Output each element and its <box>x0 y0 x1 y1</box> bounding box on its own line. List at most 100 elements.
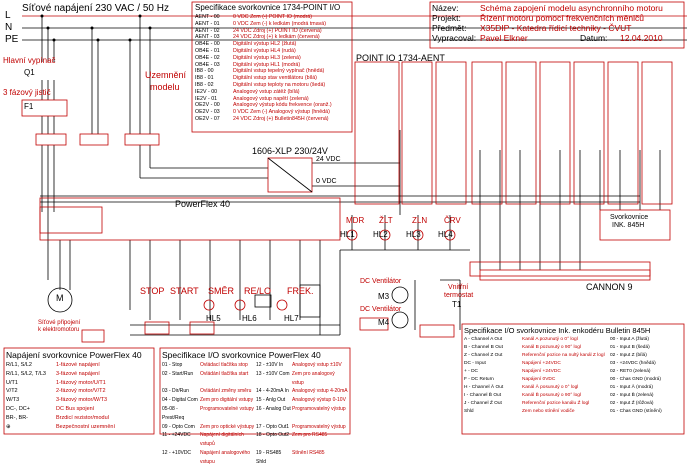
spec-point-io-row: OB4E - 03 Digitální výstup HL1 (modrá) <box>195 62 350 69</box>
spec-pf-supply-row: BR-, BR-Brzdicí rezistor/modul <box>6 414 152 423</box>
spec-point-io-value: Digitální výstup HL4 (rudá) <box>233 47 296 54</box>
spec-pf-io-key2: 13 - ±10V Com <box>255 370 290 377</box>
spec-pf-io: Specifikace I/O svorkovnice PowerFlex 40… <box>162 350 348 467</box>
spec-encoder-col-a: Shld <box>464 409 474 414</box>
motor-label-1: Síťové připojení <box>38 320 81 326</box>
spec-point-io-key: OB4E - 02 <box>195 54 220 61</box>
spec-pf-supply-value: 1-fázový motor/U/T1 <box>56 379 106 386</box>
supply-PE: PE <box>5 34 19 45</box>
spec-encoder-col-a: H - Channel Ā Out <box>464 385 504 390</box>
title-value-0: Schéma zapojení modelu asynchronního mot… <box>480 3 663 13</box>
spec-encoder-col-b: Napájení +24VDC <box>522 361 561 366</box>
spec-pf-io-key1: 03 - Dir/Run <box>162 388 189 395</box>
spec-point-io: Specifikace svorkovnice 1734-POINT I/O A… <box>195 3 350 123</box>
spec-encoder-col-c: 01 - Input B (šedá) <box>610 345 650 350</box>
date-key: Datum: <box>580 33 608 43</box>
spec-point-io-value: Analogový vstup napětí (zelená) <box>233 95 309 102</box>
spec-pf-io-val2: Analogový vstup ±10V <box>292 362 342 368</box>
title-key-0: Název: <box>432 3 459 13</box>
encoder-terminal-label-1: Svorkovnice <box>610 214 649 221</box>
spec-pf-supply-key: DC-, DC+ <box>6 405 30 412</box>
spec-pf-supply-value: 1-fázové napájení <box>56 362 100 368</box>
cannon-label: CANNON 9 <box>586 282 633 292</box>
spec-pf-supply-key: U/T1 <box>6 379 18 386</box>
spec-pf-supply-value: 3-fázové napájení <box>56 370 100 377</box>
spec-point-io-key: AENT - 03 <box>195 34 220 41</box>
date-value: 12.04.2010 <box>620 33 663 43</box>
spec-point-io-value: Digitální vstup tepelný vypínač (hnědá) <box>233 68 325 75</box>
spec-encoder: Specifikace I/O svorkovnice Ink. enkodér… <box>464 326 682 416</box>
spec-pf-io-key1: 12 - +10VDC <box>162 449 192 456</box>
spec-encoder-col-a: Z - Channel Z Out <box>464 353 503 358</box>
spec-encoder-title: Specifikace I/O svorkovnice Ink. enkodér… <box>464 326 651 335</box>
spec-pf-io-val1: Ovládání tlačítka start <box>199 370 249 377</box>
spec-point-io-key: AENT - 01 <box>195 20 220 27</box>
spec-pf-supply-value: 2-fázový motor/V/T2 <box>56 388 106 395</box>
spec-point-io-key: OB4E - 03 <box>195 61 220 68</box>
fan-label-2: DC Ventilátor <box>360 306 402 313</box>
point-io-title: POINT IO 1734-AENT <box>356 53 445 63</box>
spec-point-io-key: OB4E - 01 <box>195 47 220 54</box>
spec-encoder-col-c: 01 - Chas GND (stínění) <box>610 409 662 414</box>
spec-point-io-value: 24 VDC Zdroj (+) k ledkám (červená) <box>233 34 320 41</box>
fuse-tag: F1 <box>24 102 34 111</box>
thermostat-label-1: Vnitřní <box>448 284 469 291</box>
spec-encoder-col-b: Napájení 0VDC <box>522 377 556 382</box>
control-frek: FREK. <box>287 286 314 296</box>
spec-pf-supply-value: 3-fázový motor/W/T3 <box>56 397 108 404</box>
spec-point-io-key: OE2V - 07 <box>195 115 220 122</box>
spec-point-io-value: Digitální výstup HL1 (modrá) <box>233 61 301 68</box>
spec-encoder-col-b: Kanál A pozunutý o 0° logl <box>522 337 578 342</box>
indicator-zlt-name: ŽLT <box>379 216 393 225</box>
control-start: START <box>170 286 199 296</box>
spec-encoder-col-c: 01 - Input Ā (modrá) <box>610 385 653 390</box>
spec-pf-io-val2: Stínění RS485 <box>292 449 325 456</box>
spec-point-io-value: 24 VDC Zdroj (+) POINT IO (červená) <box>233 27 322 34</box>
indicator-crv-name: ČRV <box>444 216 461 225</box>
spec-encoder-col-a: A - Channel A Out <box>464 337 503 342</box>
spec-pf-supply-key: ⊕ <box>6 423 11 430</box>
spec-encoder-col-a: + - DC <box>464 369 478 374</box>
grounding-label-1: Uzemnění <box>145 70 187 80</box>
title-key-1: Projekt: <box>432 13 461 23</box>
spec-point-io-row: AENT - 03 24 VDC Zdroj (+) k ledkám (červ… <box>195 34 350 41</box>
spec-pf-io-key1: 01 - Stop <box>162 362 183 368</box>
indicator-crv-tag: HL4 <box>438 230 453 239</box>
psu-24: 24 VDC <box>316 156 341 163</box>
spec-pf-io-key1: 05-08 - Prest/Req <box>162 405 185 421</box>
fuse-label: 3 fázový jistič <box>3 88 51 97</box>
spec-point-io-value: Analogový vstup zátěž (bílá) <box>233 88 300 95</box>
spec-pf-io-key2: 16 - Analog Out <box>256 405 291 412</box>
control-relo: RE/LO <box>244 286 272 296</box>
spec-point-io-row: OB4E - 01 Digitální výstup HL4 (rudá) <box>195 48 350 55</box>
fan-m3: M3 <box>378 292 390 301</box>
control-hl7: HL7 <box>284 314 299 323</box>
main-switch-label: Hlavní vypínač <box>3 56 56 65</box>
wiring-diagram <box>3 1 687 435</box>
grounding-label-2: modelu <box>150 82 180 92</box>
thermostat-label-2: termostat <box>444 292 474 299</box>
spec-pf-io-val1: Napájení analogového vstupu <box>200 449 251 465</box>
spec-encoder-col-b: Kanál B̄ posunutý o 90° logl <box>522 393 581 398</box>
spec-point-io-value: 0 VDC Zem (-) Analogový výstup (hnědá) <box>233 109 330 116</box>
spec-point-io-key: OE2V - 03 <box>195 109 220 116</box>
spec-point-io-key: IE2V - 00 <box>195 88 218 95</box>
spec-point-io-value: Analogový výstup kódu frekvence (oranž.) <box>233 102 332 109</box>
spec-point-io-key: OB4E - 00 <box>195 41 220 48</box>
spec-point-io-key: IB8 - 01 <box>195 75 214 82</box>
spec-point-io-value: Digitální výstup HL3 (zelená) <box>233 54 301 61</box>
spec-pf-io-val2: Zem pro analogový vstup <box>291 370 335 386</box>
